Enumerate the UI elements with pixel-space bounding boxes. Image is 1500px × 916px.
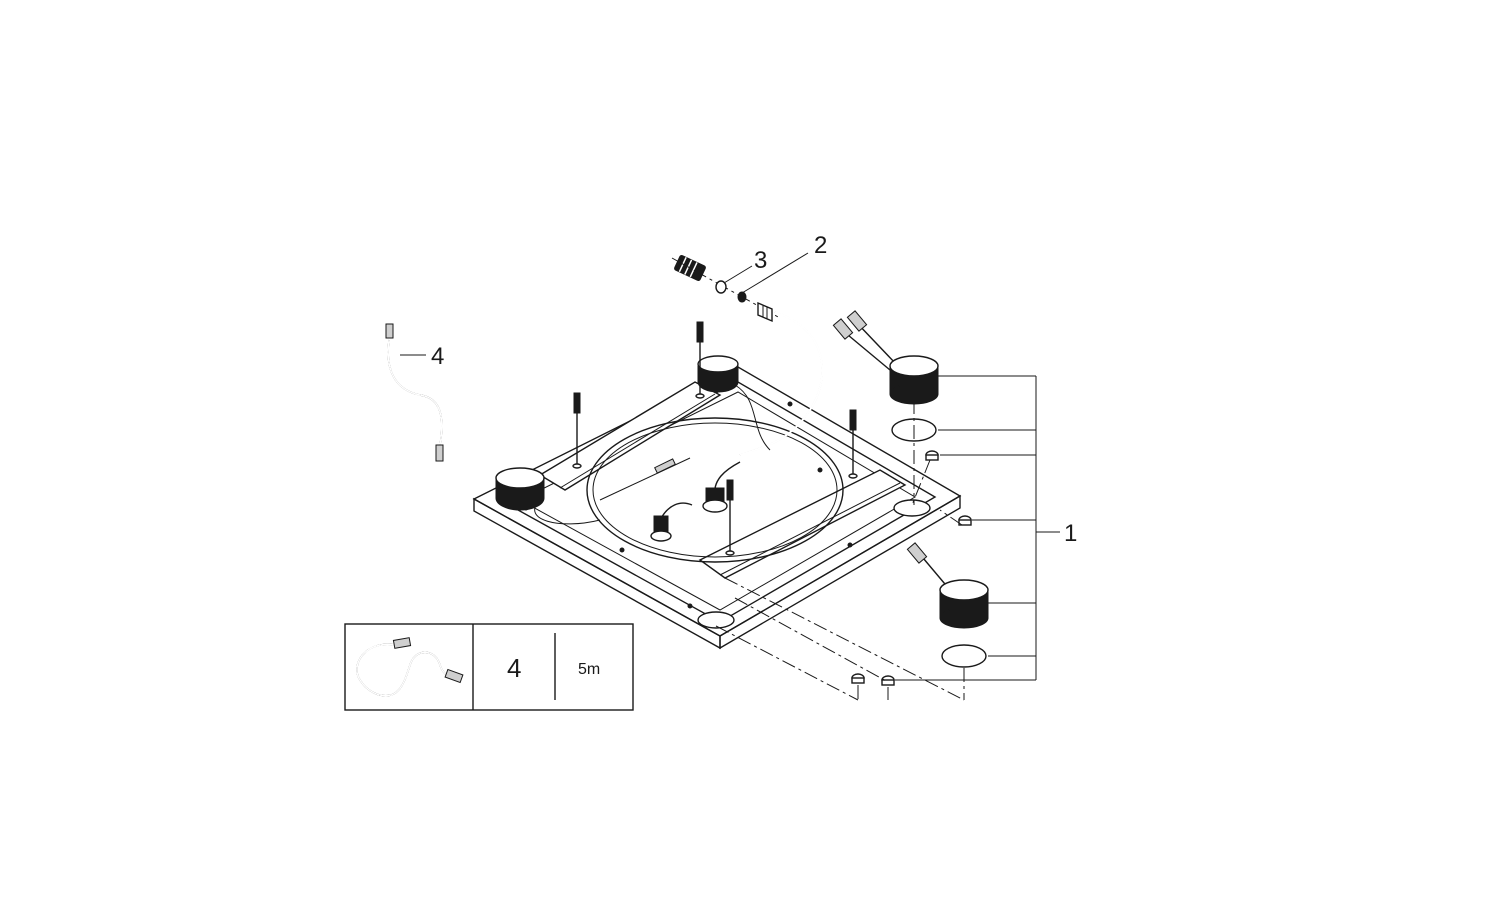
internal-cable — [534, 499, 601, 525]
frame-motor-left — [495, 467, 545, 511]
spare-part-length: 5m — [578, 661, 600, 678]
cable-icon — [385, 323, 444, 462]
screw-1 — [572, 392, 582, 469]
wall-plug-upper — [925, 450, 939, 461]
callout-3: 3 — [754, 247, 767, 274]
alignment-lines — [715, 400, 965, 701]
wall-plug-lower-2 — [881, 675, 895, 686]
center-connectors — [599, 457, 741, 542]
callout-1-leaders — [895, 375, 1060, 681]
spare-part-number: 4 — [507, 653, 521, 683]
wall-plug-middle — [958, 515, 972, 526]
seal-ring-icon — [737, 291, 747, 303]
supply-hose-inner — [739, 311, 824, 456]
hose-icon — [356, 637, 464, 697]
callout-1: 1 — [1064, 520, 1077, 547]
wall-plug-lower-1 — [851, 673, 865, 684]
frame-screws — [572, 321, 858, 556]
motor-upper — [832, 310, 939, 405]
screw-2 — [695, 321, 705, 399]
seal-ring-lower — [941, 644, 987, 668]
spare-part-table: 4 5m — [344, 623, 634, 711]
internal-cable-2 — [734, 384, 771, 451]
frame-rivets — [523, 401, 853, 609]
motor-lower — [906, 542, 989, 629]
frame-motor-right — [697, 355, 739, 393]
callout-2-leader — [741, 252, 809, 294]
callout-4: 4 — [431, 343, 444, 370]
fitting-assembly — [671, 254, 781, 323]
screw-3 — [848, 409, 858, 479]
callout-3-leader — [723, 265, 753, 284]
callout-2: 2 — [814, 232, 827, 259]
washer-icon — [715, 280, 727, 294]
screw-4 — [725, 479, 735, 556]
